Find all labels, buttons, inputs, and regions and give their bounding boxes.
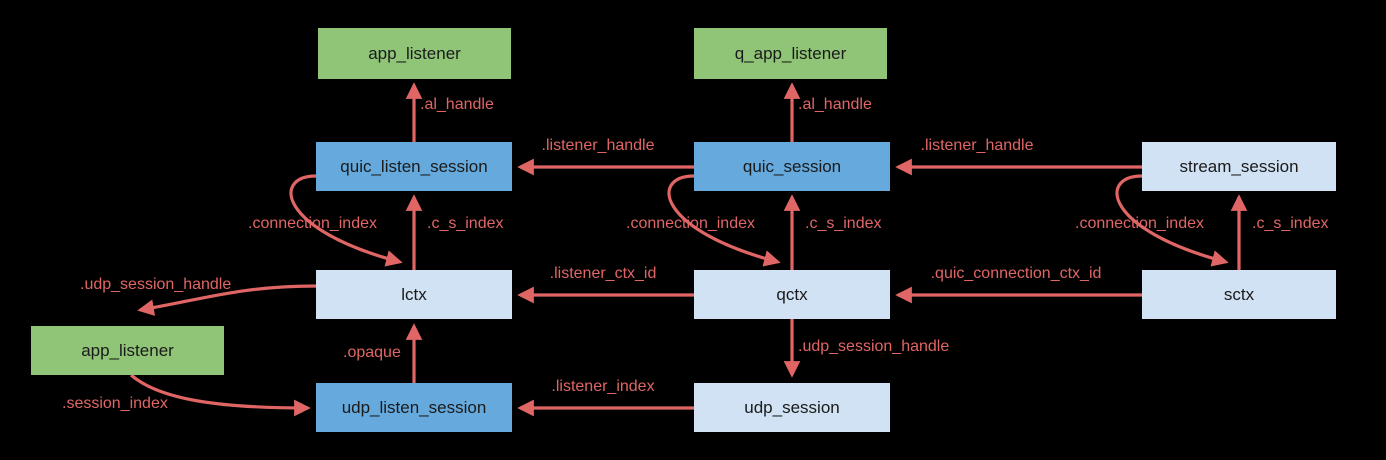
edge-label-e9: .c_s_index (1252, 215, 1329, 232)
node-label-app_listener_bottom: app_listener (81, 341, 174, 360)
node-lctx[interactable]: lctx (316, 270, 512, 319)
node-label-qctx: qctx (776, 285, 808, 304)
node-label-lctx: lctx (401, 285, 427, 304)
node-app_listener_bottom[interactable]: app_listener (31, 326, 224, 375)
edge-labels-layer: .al_handle .al_handle .listener_handle .lis… (62, 96, 1329, 412)
node-sctx[interactable]: sctx (1142, 270, 1336, 319)
node-label-udp_session: udp_session (744, 398, 839, 417)
node-udp_session[interactable]: udp_session (694, 383, 890, 432)
edge-quic_session-to-qctx (667, 174, 781, 267)
edge-stream_session-to-sctx (1115, 174, 1229, 267)
node-stream_session[interactable]: stream_session (1142, 142, 1336, 191)
node-label-stream_session: stream_session (1179, 157, 1298, 176)
node-label-q_app_listener: q_app_listener (735, 44, 847, 63)
node-label-udp_listen_session: udp_listen_session (342, 398, 487, 417)
node-box-app_listener_top[interactable] (318, 28, 511, 79)
edge-label-e1: .al_handle (420, 96, 494, 113)
node-label-app_listener_top: app_listener (368, 44, 461, 63)
node-q_app_listener[interactable]: q_app_listener (694, 28, 887, 79)
edges-layer (129, 82, 1248, 417)
node-quic_listen_session[interactable]: quic_listen_session (316, 142, 512, 191)
node-label-quic_listen_session: quic_listen_session (340, 157, 487, 176)
node-quic_session[interactable]: quic_session (694, 142, 890, 191)
edge-label-e13: .udp_session_handle (80, 276, 231, 293)
node-box-sctx[interactable] (1142, 270, 1336, 319)
node-box-udp_session[interactable] (694, 383, 890, 432)
edge-label-e14: .opaque (343, 344, 401, 361)
edge-label-e15: .session_index (62, 395, 168, 412)
node-box-qctx[interactable] (694, 270, 890, 319)
edge-label-e12: .quic_connection_ctx_id (931, 265, 1102, 282)
edge-label-e7: .c_s_index (805, 215, 882, 232)
node-label-sctx: sctx (1224, 285, 1255, 304)
edge-app_listener_bottom-to-udp_listen_session (129, 373, 311, 417)
node-box-q_app_listener[interactable] (694, 28, 887, 79)
edge-label-e17: .udp_session_handle (798, 338, 949, 355)
edge-label-e2: .al_handle (798, 96, 872, 113)
edge-label-e5: .c_s_index (427, 215, 504, 232)
edge-label-e6: .connection_index (248, 215, 377, 232)
edge-label-e10: .connection_index (1075, 215, 1204, 232)
node-box-quic_listen_session[interactable] (316, 142, 512, 191)
node-box-stream_session[interactable] (1142, 142, 1336, 191)
node-label-quic_session: quic_session (743, 157, 841, 176)
edge-quic_listen_session-to-lctx (289, 174, 403, 267)
edge-label-e11: .listener_ctx_id (550, 265, 657, 282)
edge-label-e3: .listener_handle (542, 137, 655, 154)
edge-lctx-to-app_listener_bottom (137, 284, 317, 316)
edge-label-e16: .listener_index (551, 378, 654, 395)
node-udp_listen_session[interactable]: udp_listen_session (316, 383, 512, 432)
node-qctx[interactable]: qctx (694, 270, 890, 319)
node-box-app_listener_bottom[interactable] (31, 326, 224, 375)
edge-label-e4: .listener_handle (921, 137, 1034, 154)
node-box-lctx[interactable] (316, 270, 512, 319)
node-box-quic_session[interactable] (694, 142, 890, 191)
node-app_listener_top[interactable]: app_listener (318, 28, 511, 79)
edge-label-e8: .connection_index (626, 215, 755, 232)
node-box-udp_listen_session[interactable] (316, 383, 512, 432)
nodes-layer: app_listener q_app_listener quic_listen_se… (31, 28, 1336, 432)
